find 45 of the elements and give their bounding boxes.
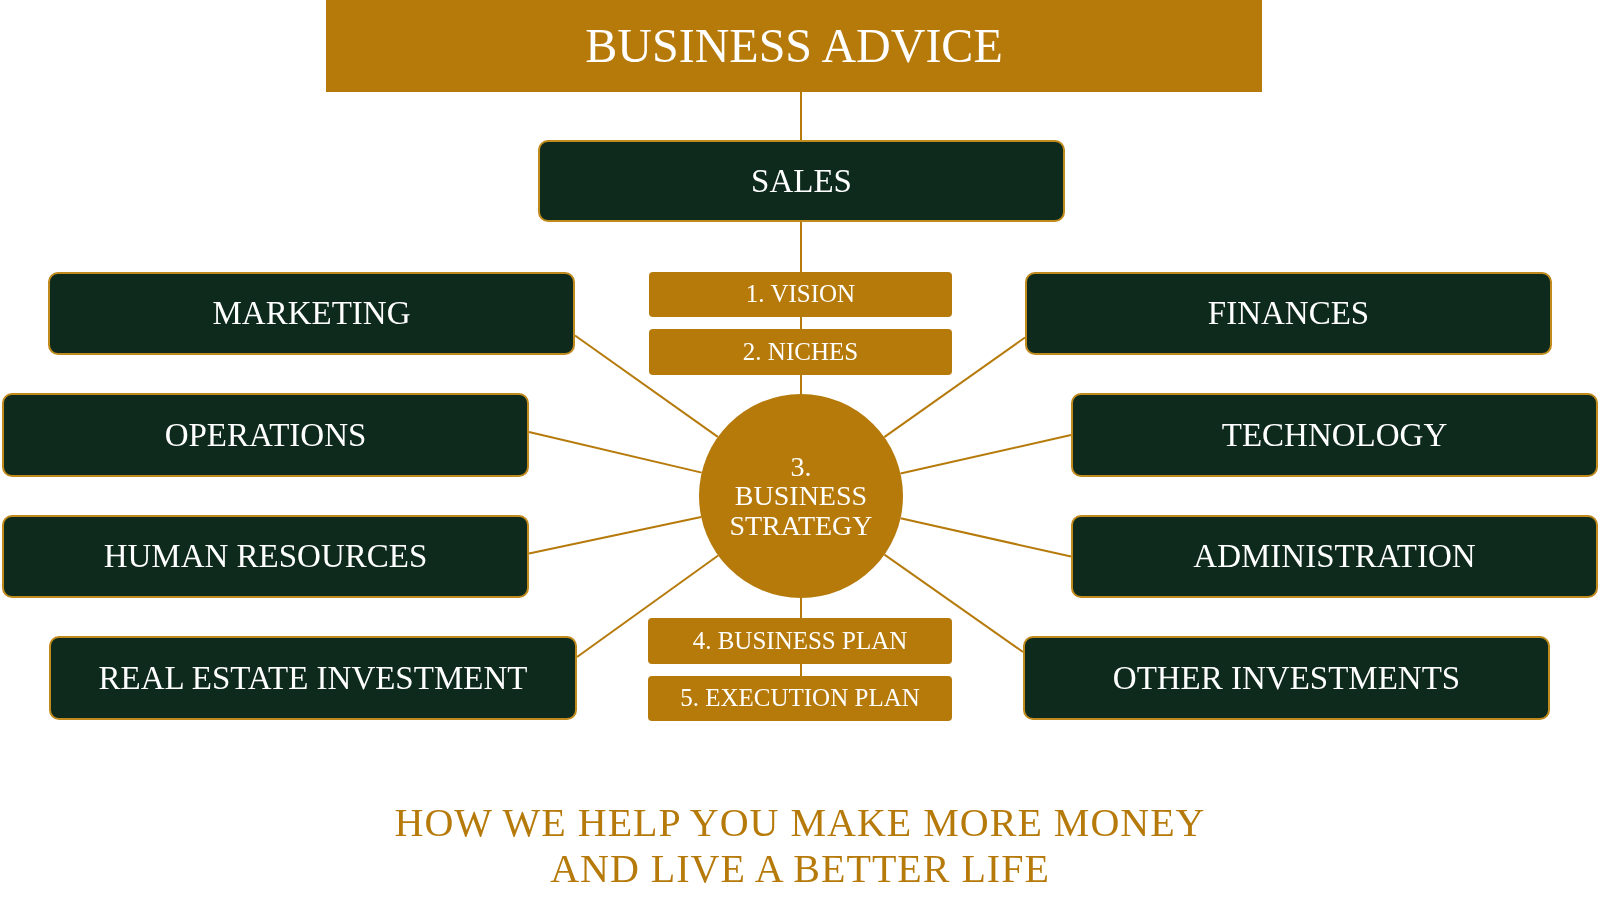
node-label: 2. NICHES xyxy=(742,338,859,366)
node-label: REAL ESTATE INVESTMENT xyxy=(98,660,528,696)
category-box xyxy=(2,515,529,598)
connector-line xyxy=(800,663,802,677)
step-box xyxy=(648,676,952,721)
title-banner xyxy=(326,0,1262,92)
node-label: SALES xyxy=(751,163,852,199)
category-box xyxy=(538,140,1065,222)
node-label: BUSINESS ADVICE xyxy=(585,20,1003,72)
category-box xyxy=(48,272,575,355)
connector-line xyxy=(528,431,703,474)
connector-line xyxy=(800,374,802,395)
node-label: 1. VISION xyxy=(745,281,856,308)
connector-line xyxy=(883,553,1024,653)
category-box xyxy=(1071,393,1598,477)
connector-line xyxy=(800,91,802,141)
category-box xyxy=(2,393,529,477)
step-box xyxy=(649,272,952,317)
connector-line xyxy=(574,334,719,438)
node-label: 4. BUSINESS PLAN xyxy=(692,627,908,655)
step-box xyxy=(649,329,952,375)
node-label: MARKETING xyxy=(212,296,411,331)
node-label: TECHNOLOGY xyxy=(1221,417,1448,453)
caption-text: HOW WE HELP YOU MAKE MORE MONEY AND LIVE A BETTER LIFE xyxy=(393,800,1207,892)
node-label: FINANCES xyxy=(1207,296,1370,331)
strategy-circle xyxy=(699,394,903,598)
connector-line xyxy=(800,221,802,273)
node-label: HUMAN RESOURCES xyxy=(103,539,428,574)
connector-line xyxy=(800,597,802,619)
category-box xyxy=(1025,272,1552,355)
connector-line xyxy=(899,517,1072,558)
node-label: OPERATIONS xyxy=(164,417,367,453)
connector-line xyxy=(528,516,703,555)
node-label: 3. BUSINESS STRATEGY xyxy=(728,451,874,541)
connector-line xyxy=(576,554,720,658)
connector-line xyxy=(899,434,1072,475)
category-box xyxy=(1071,515,1598,598)
node-label: ADMINISTRATION xyxy=(1193,539,1476,574)
category-box xyxy=(1023,636,1550,720)
node-label: OTHER INVESTMENTS xyxy=(1112,660,1461,696)
category-box xyxy=(49,636,577,720)
node-label: 5. EXECUTION PLAN xyxy=(680,685,920,712)
connector-line xyxy=(800,316,802,330)
step-box xyxy=(648,618,952,664)
connector-line xyxy=(883,336,1026,439)
